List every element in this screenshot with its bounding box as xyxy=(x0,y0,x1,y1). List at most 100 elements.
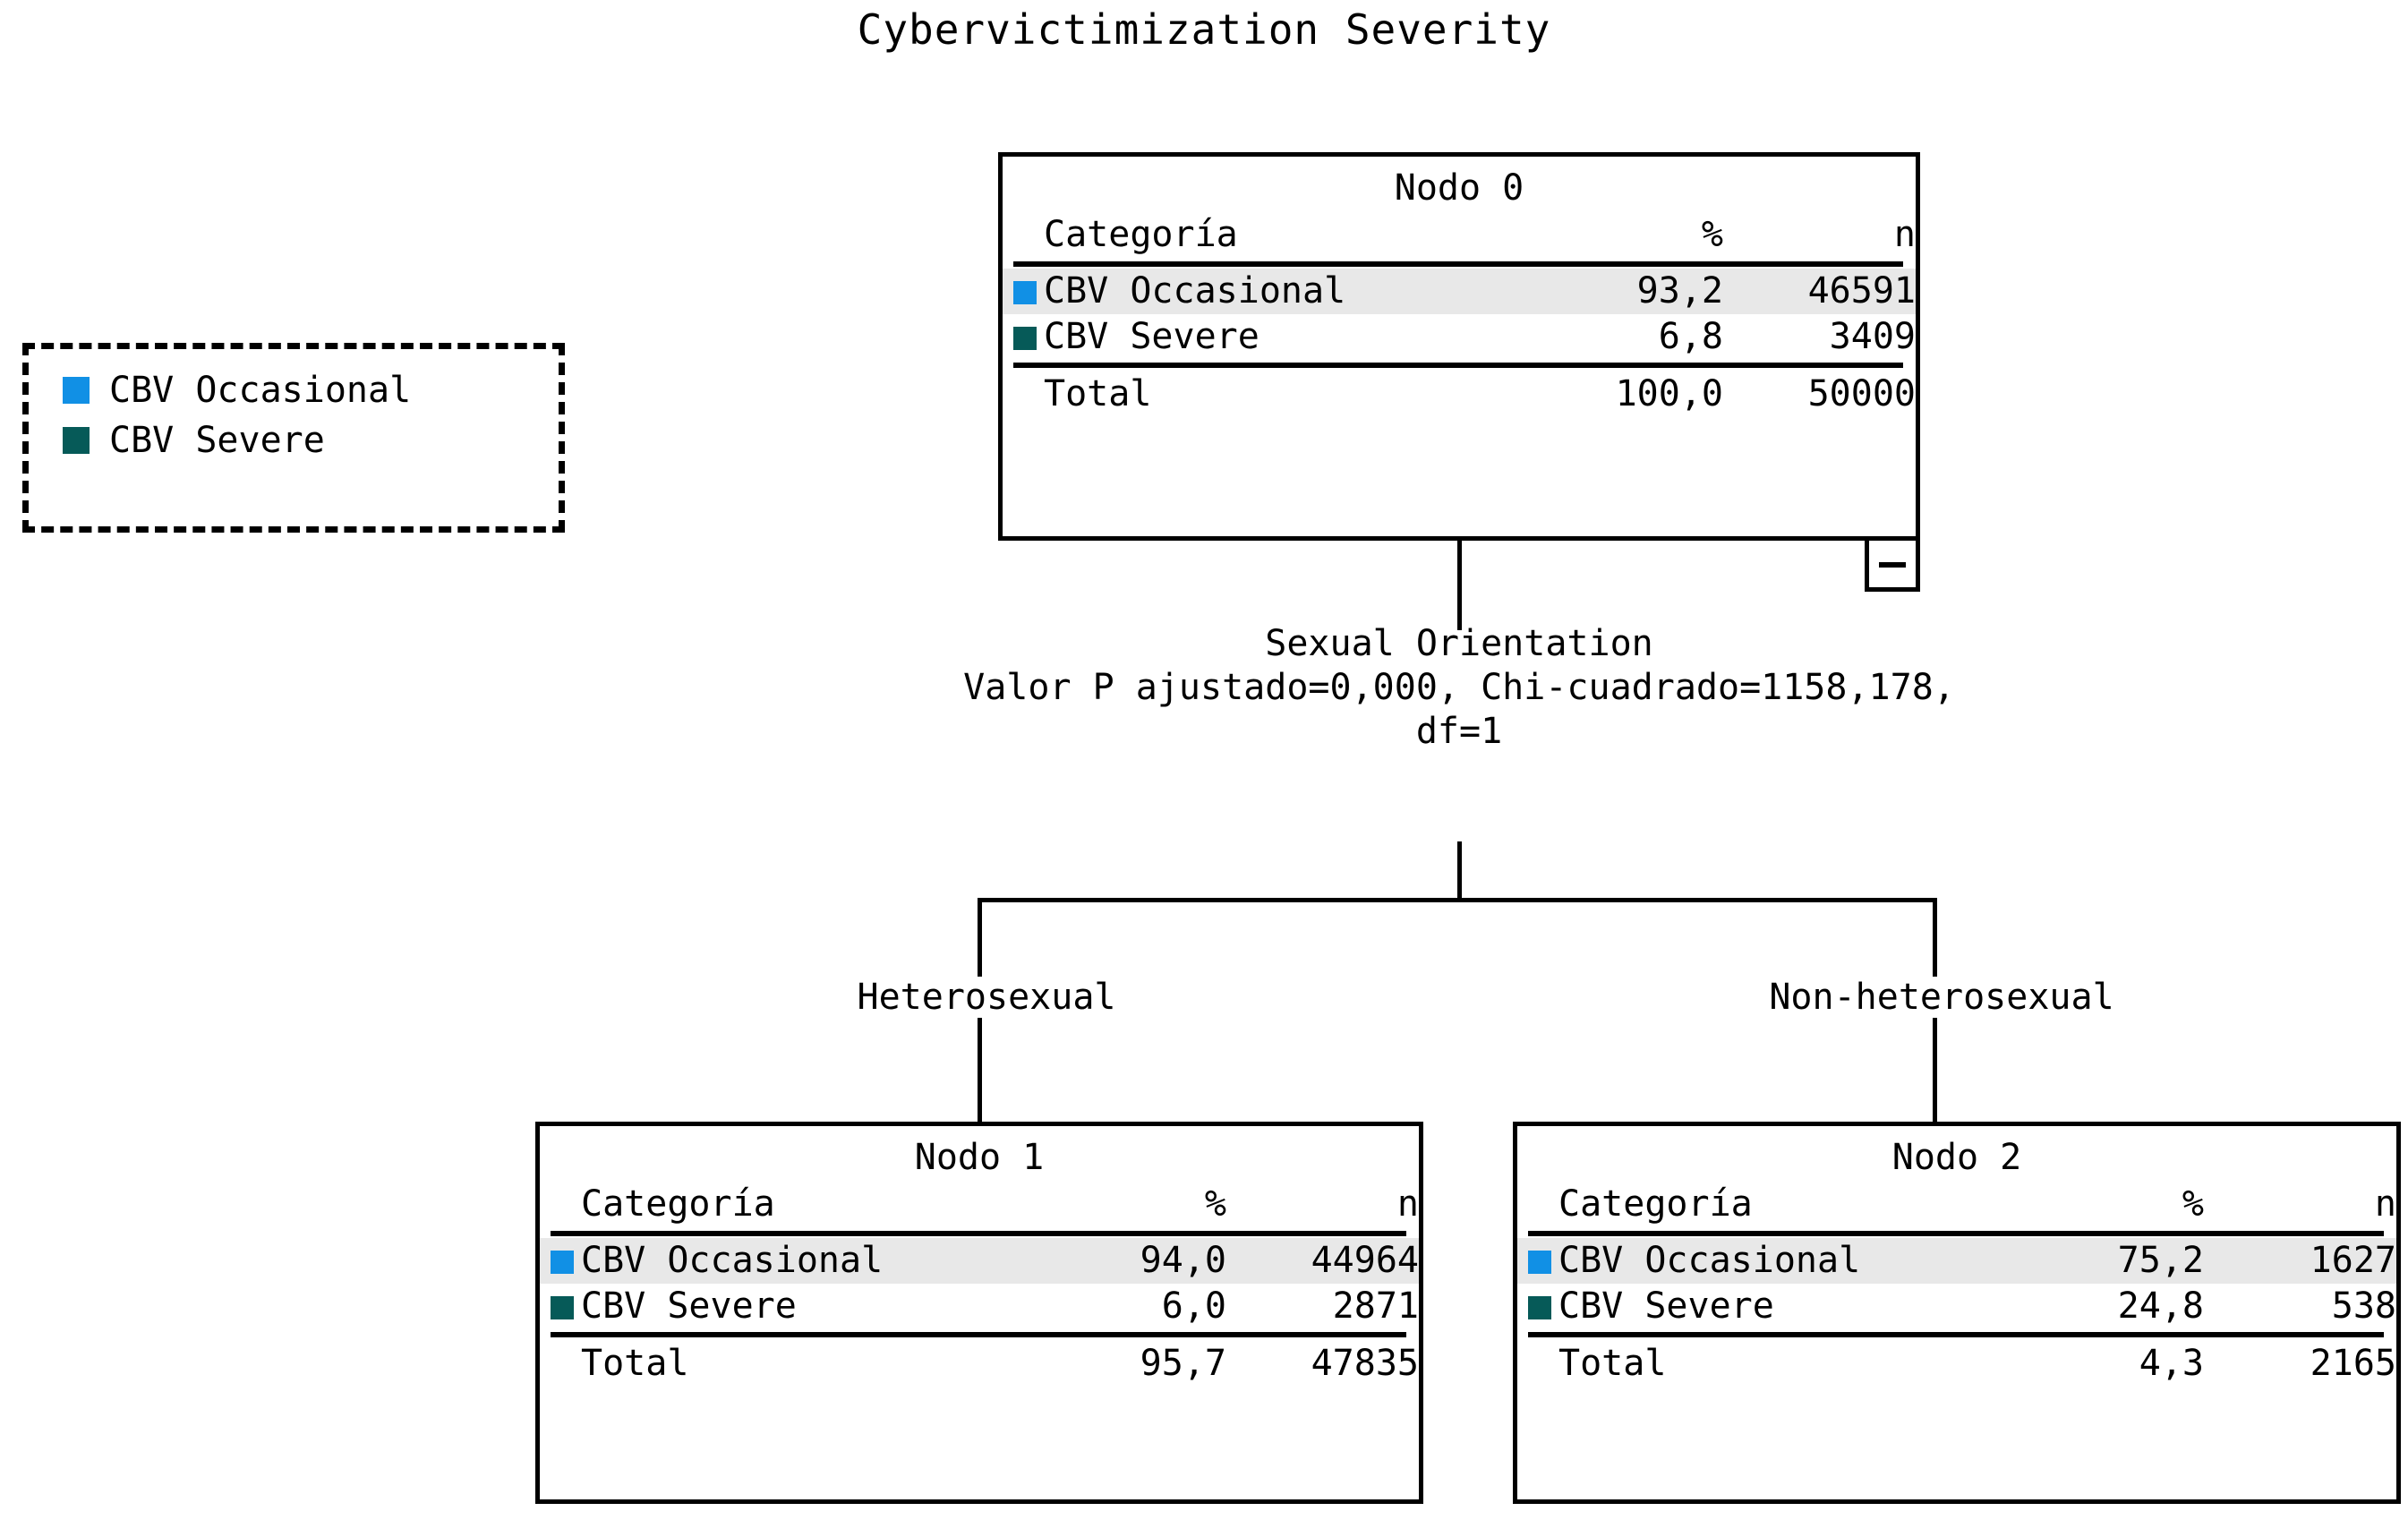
row-swatch-cell xyxy=(540,1238,581,1285)
header-rule-row xyxy=(1517,1229,2396,1238)
node-left-title: Nodo 1 xyxy=(914,1137,1045,1178)
header-count: n xyxy=(1396,1183,1419,1225)
total-rule-row xyxy=(1003,361,1916,370)
header-rule-row xyxy=(540,1229,1419,1238)
legend-swatch-occasional xyxy=(63,377,90,404)
total-label: Total xyxy=(1044,372,1152,414)
header-rule xyxy=(1013,261,1903,268)
row-category: CBV Occasional xyxy=(1044,269,1567,315)
header-percent: % xyxy=(1701,214,1723,255)
connector-crossbar xyxy=(978,898,1937,902)
node-root-row-occasional: CBV Occasional 93,2 46591 xyxy=(1003,269,1916,315)
branch-label-left: Heterosexual xyxy=(772,977,1201,1018)
row-count: 538 xyxy=(2331,1285,2396,1328)
header-category: Categoría xyxy=(581,1183,775,1225)
split-label: Sexual Orientation Valor P ajustado=0,00… xyxy=(640,622,2278,753)
total-label: Total xyxy=(581,1342,689,1384)
node-root-table: Categoría % n CBV Occasional 93,2 46591 … xyxy=(1003,214,1916,415)
row-swatch-cell xyxy=(540,1284,581,1329)
header-count: n xyxy=(2374,1183,2396,1225)
row-percent: 24,8 xyxy=(2117,1285,2204,1328)
collapse-node-root-button[interactable] xyxy=(1865,536,1920,592)
split-variable: Sexual Orientation xyxy=(1265,623,1653,664)
legend-item-occasional: CBV Occasional xyxy=(63,372,411,408)
row-swatch-cell xyxy=(1003,269,1044,315)
row-count: 46591 xyxy=(1723,269,1916,315)
header-category: Categoría xyxy=(1044,214,1238,255)
header-rule xyxy=(1528,1231,2384,1237)
legend-items: CBV Occasional CBV Severe xyxy=(63,372,411,458)
node-right-row-occasional: CBV Occasional 75,2 1627 xyxy=(1517,1238,2396,1285)
node-root-row-severe: CBV Severe 6,8 3409 xyxy=(1003,314,1916,360)
row-count: 44964 xyxy=(1226,1238,1419,1285)
total-percent: 100,0 xyxy=(1615,372,1723,414)
total-spacer xyxy=(1003,370,1044,415)
row-category: CBV Severe xyxy=(581,1285,797,1328)
total-percent: 95,7 xyxy=(1140,1342,1226,1384)
header-rule-cell xyxy=(1003,260,1916,269)
total-rule-cell xyxy=(540,1330,1419,1339)
header-percent: % xyxy=(2182,1183,2204,1225)
header-count: n xyxy=(1893,214,1916,255)
legend-label-occasional: CBV Occasional xyxy=(109,370,412,411)
row-count: 3409 xyxy=(1829,316,1916,358)
row-percent: 6,0 xyxy=(1161,1285,1226,1328)
swatch-severe-icon xyxy=(551,1296,574,1320)
total-rule-row xyxy=(1517,1330,2396,1339)
node-left[interactable]: Nodo 1 Categoría % n CBV Occasional 94,0… xyxy=(535,1122,1423,1504)
row-swatch-cell xyxy=(1003,314,1044,360)
legend-box: CBV Occasional CBV Severe xyxy=(22,343,565,533)
total-count: 50000 xyxy=(1807,372,1916,414)
swatch-severe-icon xyxy=(1528,1296,1551,1320)
node-root-header-row: Categoría % n xyxy=(1003,214,1916,260)
total-rule-cell xyxy=(1517,1330,2396,1339)
chart-title: Cybervictimization Severity xyxy=(857,5,1551,54)
swatch-occasional-icon xyxy=(1528,1251,1551,1275)
header-rule xyxy=(551,1231,1406,1237)
row-category: CBV Severe xyxy=(1044,316,1260,358)
total-count: 47835 xyxy=(1311,1342,1419,1384)
node-right-header-row: Categoría % n xyxy=(1517,1183,2396,1229)
total-count: 2165 xyxy=(2310,1342,2396,1384)
total-rule-row xyxy=(540,1330,1419,1339)
row-category: CBV Severe xyxy=(1558,1285,1774,1328)
total-spacer xyxy=(1517,1339,1558,1385)
node-left-total-row: Total 95,7 47835 xyxy=(540,1339,1419,1385)
header-spacer xyxy=(540,1183,581,1229)
header-spacer xyxy=(1517,1183,1558,1229)
header-category: Categoría xyxy=(1558,1183,1753,1225)
total-label: Total xyxy=(1558,1342,1667,1384)
node-root[interactable]: Nodo 0 Categoría % n CBV Occasional 93,2… xyxy=(998,152,1920,541)
node-right-row-severe: CBV Severe 24,8 538 xyxy=(1517,1284,2396,1329)
split-stats: Valor P ajustado=0,000, Chi-cuadrado=115… xyxy=(963,666,1955,708)
total-percent: 4,3 xyxy=(2139,1342,2204,1384)
node-left-table: Categoría % n CBV Occasional 94,0 44964 … xyxy=(540,1183,1419,1385)
node-root-title: Nodo 0 xyxy=(1394,167,1524,209)
header-percent: % xyxy=(1204,1183,1226,1225)
node-left-row-occasional: CBV Occasional 94,0 44964 xyxy=(540,1238,1419,1285)
row-percent: 94,0 xyxy=(1070,1238,1226,1285)
node-right-title: Nodo 2 xyxy=(1891,1137,2022,1178)
header-rule-row xyxy=(1003,260,1916,269)
row-swatch-cell xyxy=(1517,1238,1558,1285)
row-percent: 6,8 xyxy=(1658,316,1723,358)
node-root-total-row: Total 100,0 50000 xyxy=(1003,370,1916,415)
node-right-total-row: Total 4,3 2165 xyxy=(1517,1339,2396,1385)
legend-swatch-severe xyxy=(63,427,90,454)
total-spacer xyxy=(540,1339,581,1385)
node-right[interactable]: Nodo 2 Categoría % n CBV Occasional 75,2… xyxy=(1513,1122,2401,1504)
row-category: CBV Occasional xyxy=(581,1238,1070,1285)
node-left-header-row: Categoría % n xyxy=(540,1183,1419,1229)
node-right-table: Categoría % n CBV Occasional 75,2 1627 C… xyxy=(1517,1183,2396,1385)
legend-label-severe: CBV Severe xyxy=(109,420,325,461)
node-left-row-severe: CBV Severe 6,0 2871 xyxy=(540,1284,1419,1329)
connector-split-stem xyxy=(1457,841,1462,901)
row-count: 2871 xyxy=(1332,1285,1419,1328)
branch-label-right: Non-heterosexual xyxy=(1678,977,2206,1018)
swatch-occasional-icon xyxy=(551,1251,574,1275)
total-rule xyxy=(551,1331,1406,1337)
total-rule xyxy=(1528,1331,2384,1337)
header-rule-cell xyxy=(540,1229,1419,1238)
total-rule xyxy=(1013,362,1903,368)
